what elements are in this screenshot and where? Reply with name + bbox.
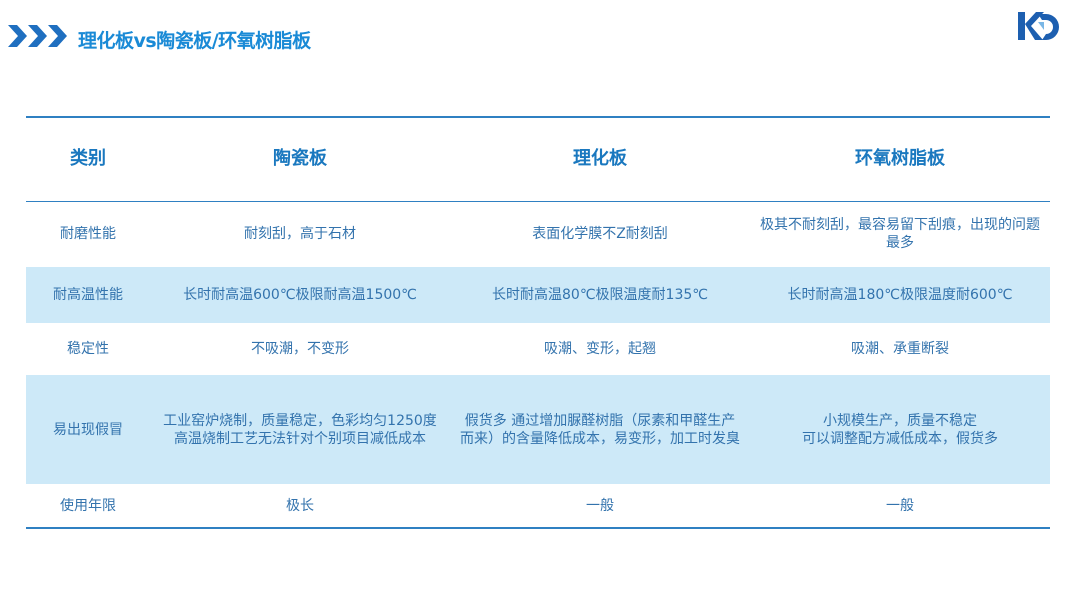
table-cell: 吸潮、变形，起翘 (544, 341, 656, 357)
table-row: 耐高温性能 长时耐高温600℃极限耐高温1500℃ 长时耐高温80℃极限温度耐1… (26, 267, 1050, 323)
table-row: 易出现假冒 工业窑炉烧制，质量稳定，色彩均匀1250度高温烧制工艺无法针对个别项… (26, 375, 1050, 484)
table-cell: 长时耐高温600℃极限耐高温1500℃ (150, 267, 450, 323)
row-label: 易出现假冒 (26, 375, 150, 484)
table-cell: 长时耐高温80℃极限温度耐135℃ (450, 267, 750, 323)
row-label: 耐磨性能 (60, 226, 116, 243)
page-title: 理化板vs陶瓷板/环氧树脂板 (78, 30, 311, 52)
table-cell: 工业窑炉烧制，质量稳定，色彩均匀1250度高温烧制工艺无法针对个别项目减低成本 (150, 375, 450, 484)
table-cell: 表面化学膜不Z耐刻刮 (532, 226, 668, 243)
table-cell: 长时耐高温180℃极限温度耐600℃ (750, 267, 1050, 323)
row-label: 稳定性 (67, 341, 109, 357)
column-header-category: 类别 (70, 148, 106, 170)
table-cell: 不吸潮，不变形 (251, 341, 349, 357)
comparison-table: 类别 陶瓷板 理化板 环氧树脂板 耐磨性能 耐刻刮，高于石材 表面化学膜不Z耐刻… (26, 116, 1050, 529)
column-header-epoxy: 环氧树脂板 (855, 148, 945, 170)
table-header-row: 类别 陶瓷板 理化板 环氧树脂板 (26, 117, 1050, 201)
table-cell: 一般 (886, 497, 914, 514)
table-row: 耐磨性能 耐刻刮，高于石材 表面化学膜不Z耐刻刮 极其不耐刻刮，最容易留下刮痕，… (26, 201, 1050, 267)
row-label: 耐高温性能 (26, 267, 150, 323)
table-row: 稳定性 不吸潮，不变形 吸潮、变形，起翘 吸潮、承重断裂 (26, 323, 1050, 375)
column-header-ceramic: 陶瓷板 (273, 148, 327, 170)
table-cell: 一般 (586, 497, 614, 514)
row-label: 使用年限 (60, 497, 116, 514)
table-cell: 耐刻刮，高于石材 (244, 226, 356, 243)
table-cell: 假货多 通过增加脲醛树脂（尿素和甲醛生产而来）的含量降低成本，易变形，加工时发臭 (450, 375, 750, 484)
table-row: 使用年限 极长 一般 一般 (26, 484, 1050, 528)
table-cell: 极长 (286, 497, 314, 514)
table-cell: 小规模生产，质量不稳定 可以调整配方减低成本，假货多 (750, 375, 1050, 484)
table-cell: 极其不耐刻刮，最容易留下刮痕，出现的问题最多 (760, 217, 1040, 252)
kd-logo-icon (1016, 10, 1060, 48)
column-header-phenolic: 理化板 (573, 148, 627, 170)
table-cell: 吸潮、承重断裂 (851, 341, 949, 357)
chevron-arrows-icon (8, 25, 70, 47)
